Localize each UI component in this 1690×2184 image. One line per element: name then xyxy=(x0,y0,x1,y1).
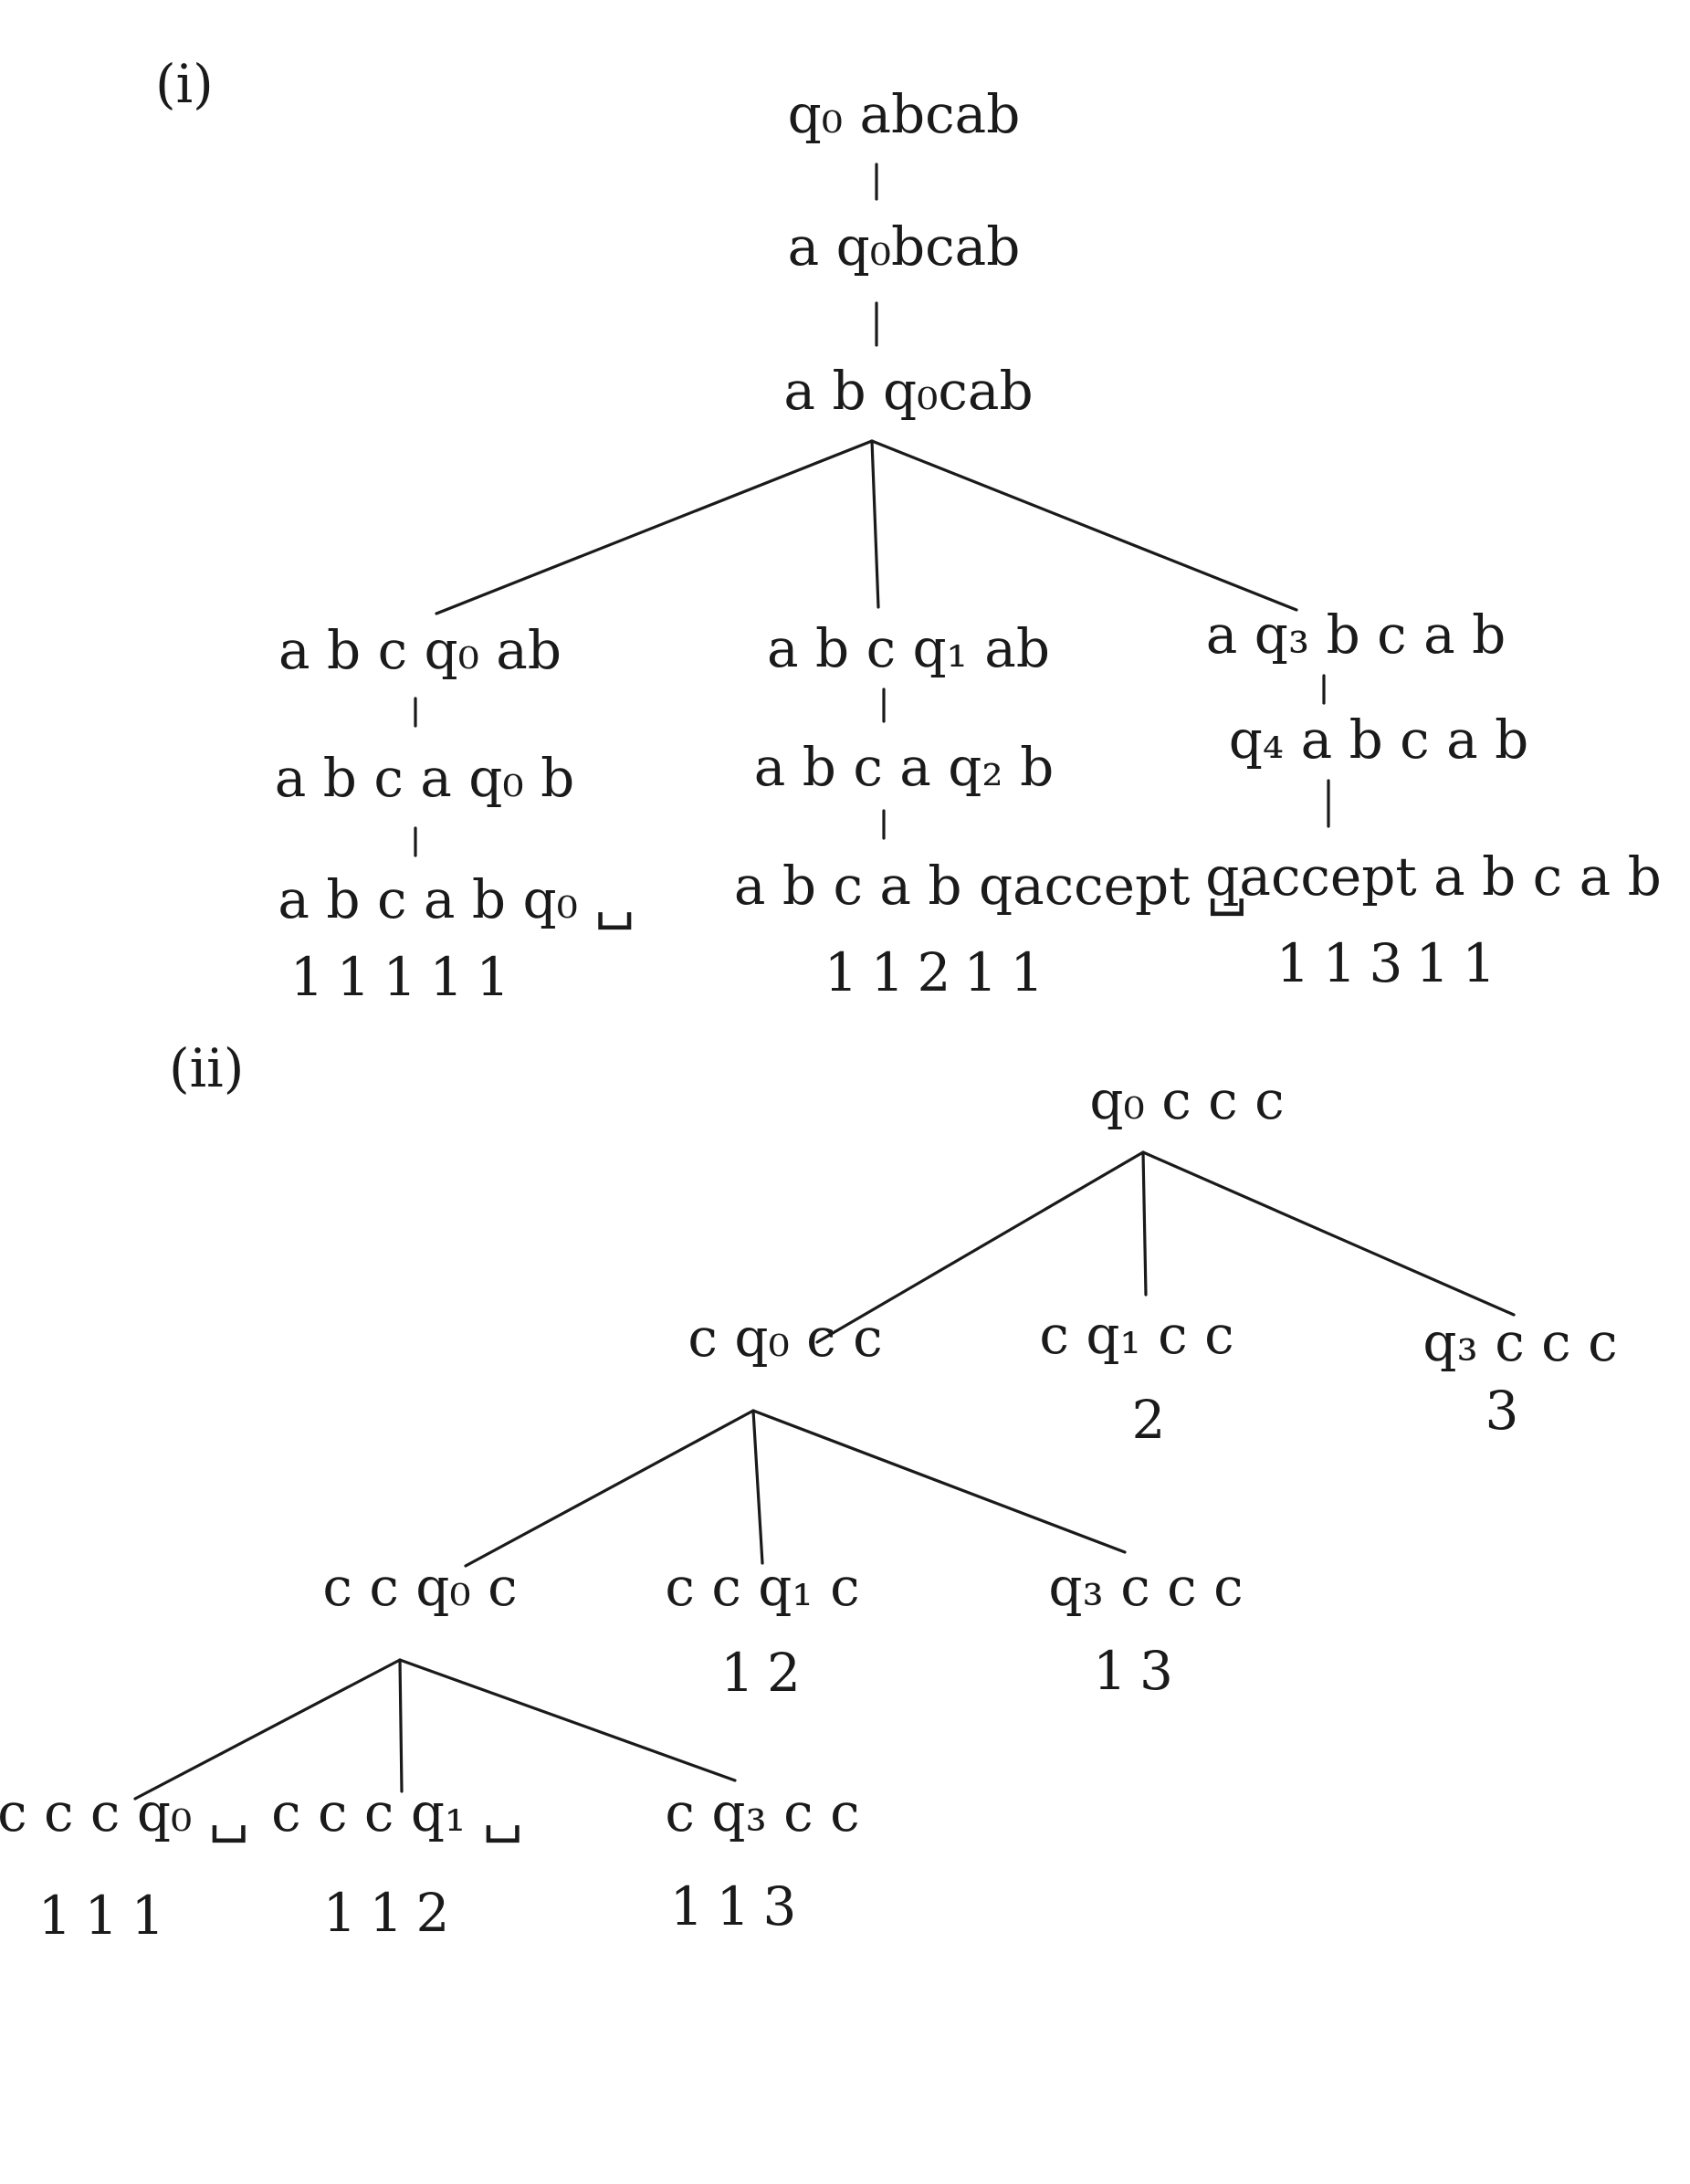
config-node: a b c a b q₀ ␣ xyxy=(278,868,635,930)
branch-code: 12 xyxy=(720,1642,814,1704)
config-node: c q₀ c c xyxy=(688,1307,882,1369)
config-node: a b c a q₀ b xyxy=(275,747,574,809)
config-node: qaccept a b c a b xyxy=(1205,845,1662,908)
config-node: c q₃ c c xyxy=(665,1781,859,1843)
edge-t0-C xyxy=(1141,1150,1516,1317)
branch-code: 111 xyxy=(38,1885,178,1947)
config-node: a q₃ b c a b xyxy=(1206,604,1506,666)
config-node: c c q₁ c xyxy=(665,1556,859,1618)
edge-D-H xyxy=(398,1658,404,1793)
config-node: q₀ abcab xyxy=(788,83,1021,145)
edge-D-I xyxy=(398,1658,737,1782)
edge-D-G xyxy=(133,1658,402,1801)
branch-code: 113 xyxy=(670,1875,810,1937)
edge-r2-M1 xyxy=(870,439,880,609)
config-node: a q₀bcab xyxy=(788,215,1021,278)
edge-A-F xyxy=(751,1409,1127,1554)
edge-t0-B xyxy=(1141,1150,1148,1297)
config-node: c c c q₁ ␣ xyxy=(271,1781,523,1843)
config-node: c c q₀ c xyxy=(322,1556,517,1618)
config-node: q₀ c c c xyxy=(1089,1069,1284,1131)
config-node: q₃ c c c xyxy=(1422,1311,1617,1373)
config-node: q₄ a b c a b xyxy=(1229,709,1528,771)
config-node: c c c q₀ ␣ xyxy=(0,1781,249,1843)
config-node: q₃ c c c xyxy=(1048,1556,1243,1618)
branch-code: 112 xyxy=(323,1882,463,1944)
config-node: c q₁ c c xyxy=(1039,1304,1233,1366)
config-node: a b c a b qaccept ␣ xyxy=(734,855,1247,917)
edge-r2-R1 xyxy=(870,439,1298,612)
branch-code: 3 xyxy=(1485,1380,1532,1442)
edge-t0-A xyxy=(815,1150,1145,1344)
config-node: a b c a q₂ b xyxy=(754,736,1054,798)
edge-r2-L1 xyxy=(435,439,874,615)
branch-code: 11311 xyxy=(1276,932,1509,994)
branch-code: 13 xyxy=(1093,1640,1186,1702)
config-node: a b c q₀ ab xyxy=(278,619,562,681)
edge-A-E xyxy=(751,1409,764,1565)
config-node: a b c q₁ ab xyxy=(767,617,1050,679)
edge-A-D xyxy=(464,1409,755,1568)
section-ii-label: (ii) xyxy=(169,1037,244,1099)
branch-code: 2 xyxy=(1132,1389,1179,1451)
section-i-label: (i) xyxy=(155,53,214,115)
config-node: a b q₀cab xyxy=(783,360,1033,422)
branch-code: 11111 xyxy=(290,946,523,1008)
branch-code: 11211 xyxy=(824,941,1057,1003)
